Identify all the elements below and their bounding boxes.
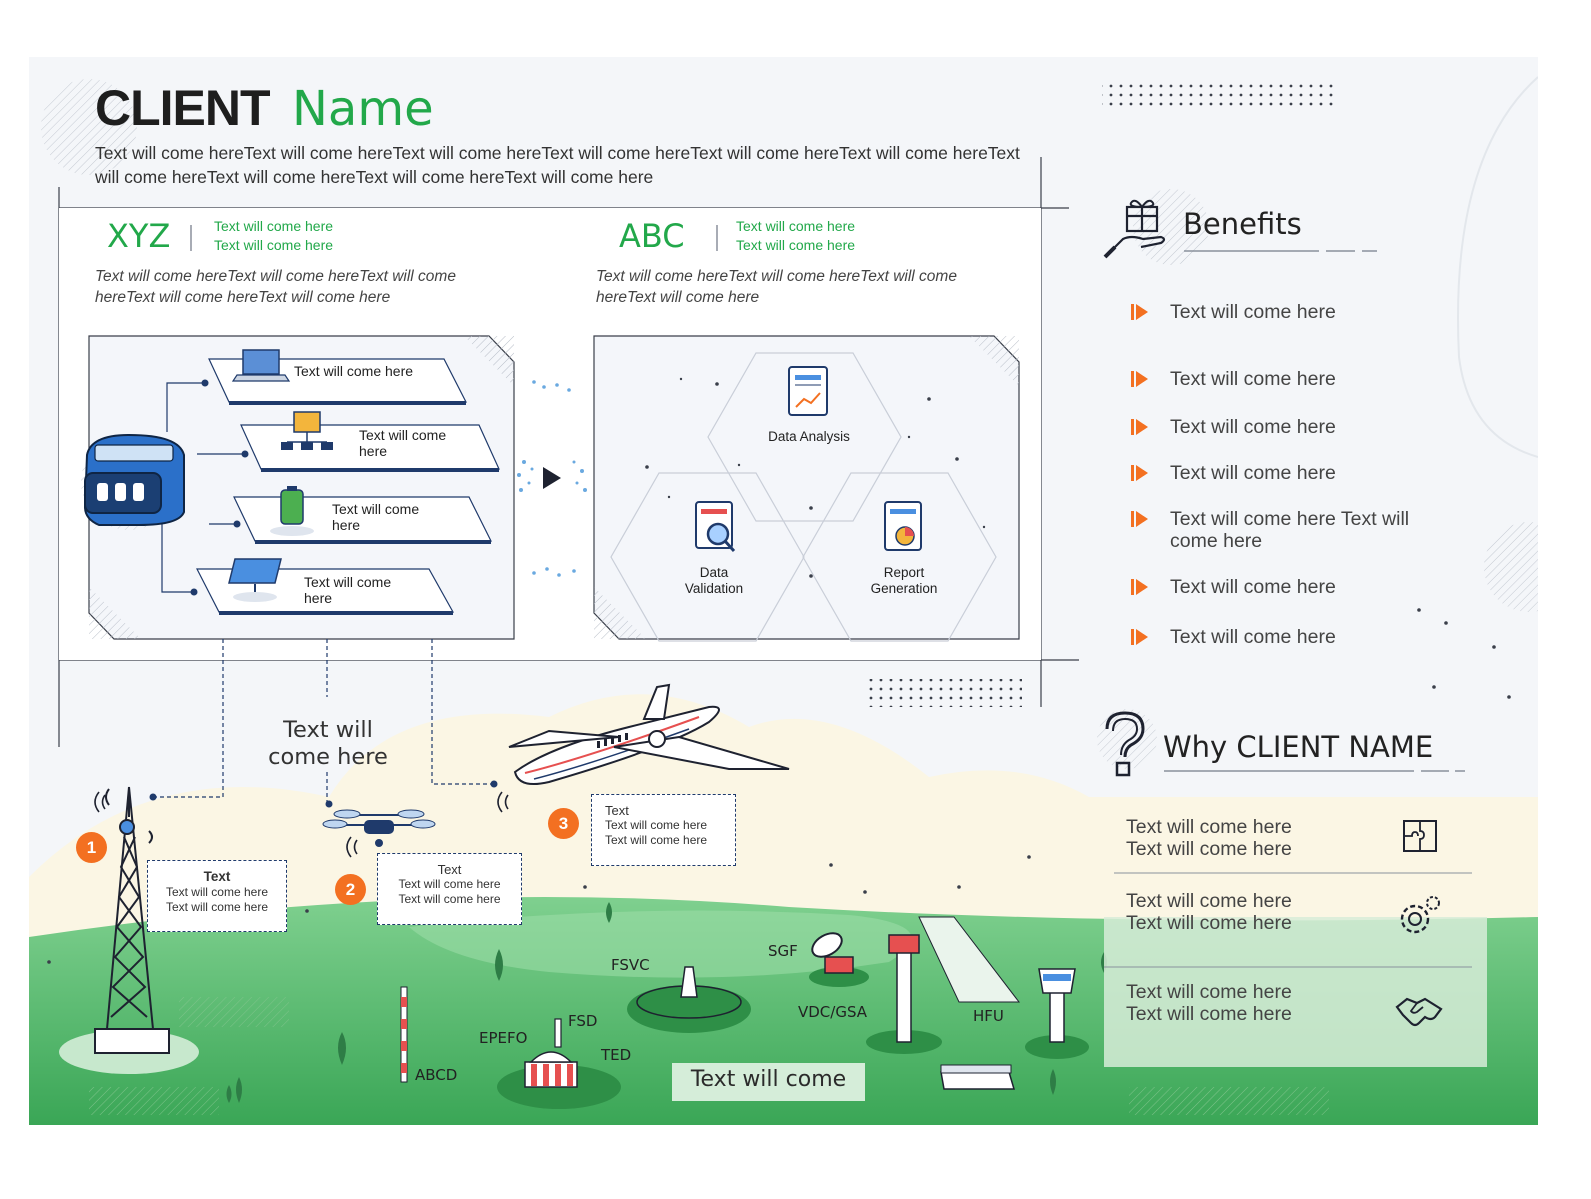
xyz-item-3-label: Text will come here xyxy=(332,501,420,533)
abcd-mast-icon xyxy=(400,986,408,1083)
orange-arrow-icon xyxy=(1129,418,1149,441)
callout-3-line2: Text will come here xyxy=(605,833,708,847)
magnifier-report-icon xyxy=(695,501,736,553)
abc-sub-1: Text will come here xyxy=(736,218,856,234)
station-fsd: FSD xyxy=(568,1012,598,1030)
callout-3-line1: Text will come here xyxy=(605,818,708,832)
why-item-2-line2: Text will come here xyxy=(1126,911,1292,934)
station-vdc-gsa: VDC/GSA xyxy=(798,1003,868,1021)
xyz-item-1-label: Text will come here xyxy=(294,363,414,379)
control-tower-icon xyxy=(1025,968,1089,1059)
orange-arrow-icon xyxy=(1129,370,1149,393)
station-ted: TED xyxy=(601,1046,632,1064)
abc-title: ABC xyxy=(619,217,685,255)
drone-icon xyxy=(322,809,436,847)
benefit-text: Text will come here xyxy=(1170,576,1336,598)
station-sgf: SGF xyxy=(768,942,798,960)
page-title: CLIENT Name xyxy=(95,79,434,137)
orange-arrow-icon xyxy=(1129,464,1149,487)
orange-arrow-icon xyxy=(1129,510,1149,533)
title-name: Name xyxy=(292,81,434,137)
pie-report-icon xyxy=(884,501,922,551)
station-abcd: ABCD xyxy=(415,1066,458,1084)
lighthouse-tower-icon xyxy=(866,934,942,1054)
hex-data-validation-label: Data Validation xyxy=(684,565,744,596)
hangar-icon xyxy=(940,1064,1016,1090)
badge-3: 3 xyxy=(548,808,579,839)
handshake-icon xyxy=(1395,993,1445,1036)
xyz-item-2-label: Text will come here xyxy=(359,427,447,459)
why-item-1-line2: Text will come here xyxy=(1126,837,1292,860)
solar-panel-icon xyxy=(228,558,282,602)
device-icon xyxy=(81,433,185,530)
benefit-text: Text will come here Text will come here xyxy=(1170,508,1410,552)
scene-bottom-label: Text will come xyxy=(690,1067,847,1092)
xyz-description: Text will come hereText will come hereTe… xyxy=(95,268,456,306)
satellite-dish-icon xyxy=(809,932,869,987)
puzzle-icon xyxy=(1402,819,1438,858)
hex-report-generation-label: Report Generation xyxy=(870,565,938,596)
why-item-3-line1: Text will come here xyxy=(1126,981,1292,1003)
callout-1-line2: Text will come here xyxy=(165,900,269,914)
why-item-1: Text will come here Text will come here xyxy=(1126,816,1292,860)
badge-1: 1 xyxy=(76,832,107,863)
xyz-item-4-label: Text will come here xyxy=(304,574,392,606)
orange-arrow-icon xyxy=(1129,578,1149,601)
station-fsvc: FSVC xyxy=(611,956,650,974)
why-item-2: Text will come here Text will come here xyxy=(1126,890,1292,934)
fsd-dome-icon xyxy=(497,1018,621,1109)
scene-center-label: Text will come here xyxy=(268,717,388,770)
abc-description: Text will come hereText will come hereTe… xyxy=(596,268,957,306)
infographic-canvas: CLIENT Name Text will come hereText will… xyxy=(29,57,1538,1125)
orange-arrow-icon xyxy=(1129,628,1149,651)
why-item-2-line1: Text will come here xyxy=(1126,890,1292,912)
gift-hand-icon xyxy=(1101,195,1173,267)
callout-1-title: Text xyxy=(203,869,231,884)
callout-2-title: Text xyxy=(437,862,462,877)
xyz-title: XYZ xyxy=(107,217,171,255)
callout-1: Text Text will come here Text will come … xyxy=(147,860,287,932)
callout-2-line1: Text will come here xyxy=(398,877,501,891)
background-illustration xyxy=(29,76,1538,1125)
why-item-1-line1: Text will come here xyxy=(1126,816,1292,838)
why-item-3: Text will come here Text will come here xyxy=(1126,981,1292,1025)
computer-network-icon xyxy=(281,411,333,450)
gear-cog-icon xyxy=(1395,893,1443,944)
abc-subtitle: Text will come here Text will come here xyxy=(736,217,855,255)
benefit-text: Text will come here xyxy=(1170,462,1336,484)
benefit-text: Text will come here xyxy=(1170,368,1336,390)
intro-text: Text will come hereText will come hereTe… xyxy=(95,143,1020,187)
benefit-text: Text will come here xyxy=(1170,416,1336,438)
station-epefo: EPEFO xyxy=(479,1029,528,1047)
callout-1-line1: Text will come here xyxy=(165,885,269,899)
benefits-title: Benefits xyxy=(1183,207,1302,241)
benefit-text: Text will come here xyxy=(1170,301,1336,323)
abc-sub-2: Text will come here xyxy=(736,237,856,253)
airplane-icon xyxy=(508,683,790,785)
callout-3-title: Text xyxy=(605,803,629,818)
battery-icon xyxy=(270,486,314,536)
laptop-icon xyxy=(231,349,291,382)
why-item-3-line2: Text will come here xyxy=(1126,1002,1292,1025)
callout-2-line2: Text will come here xyxy=(398,892,501,906)
callout-3: Text Text will come here Text will come … xyxy=(591,794,736,866)
benefit-text: Text will come here xyxy=(1170,626,1336,648)
question-icon xyxy=(1099,709,1151,779)
xyz-sub-2: Text will come here xyxy=(214,237,334,253)
xyz-subtitle: Text will come here Text will come here xyxy=(214,217,333,255)
badge-2: 2 xyxy=(335,874,366,905)
callout-2: Text Text will come here Text will come … xyxy=(377,853,522,925)
radio-tower-icon xyxy=(59,786,199,1074)
hex-data-analysis-label: Data Analysis xyxy=(768,429,850,444)
why-title: Why CLIENT NAME xyxy=(1163,730,1434,764)
title-client: CLIENT xyxy=(95,80,271,136)
station-hfu: HFU xyxy=(973,1007,1004,1025)
fsvc-array-icon xyxy=(627,966,751,1033)
xyz-sub-1: Text will come here xyxy=(214,218,334,234)
orange-arrow-icon xyxy=(1129,303,1149,326)
chart-report-icon xyxy=(788,366,828,416)
